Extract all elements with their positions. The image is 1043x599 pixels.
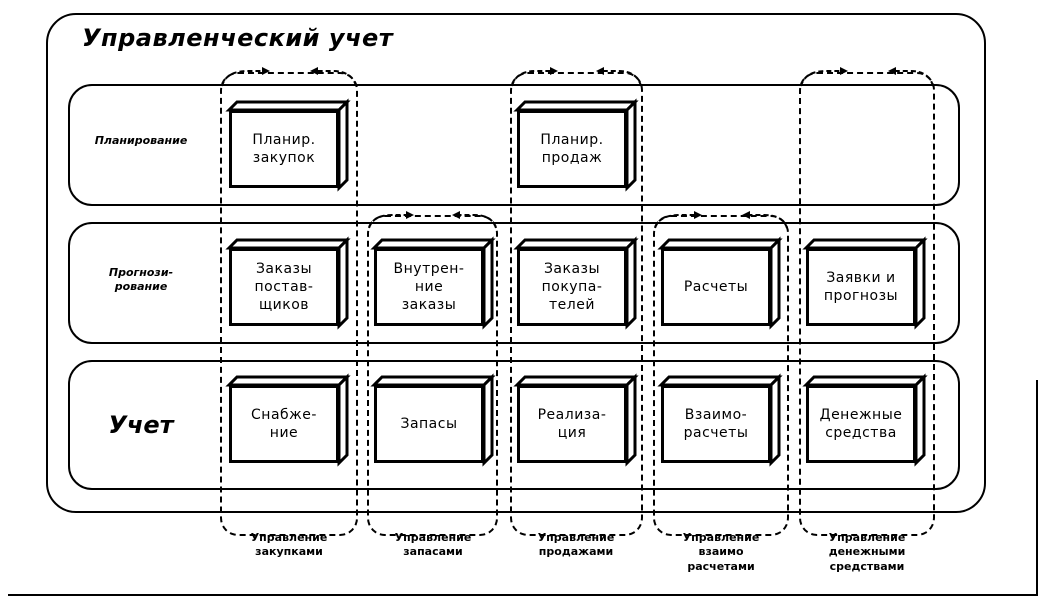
group-label-sales: Управление продажами <box>537 531 615 559</box>
box-customer-orders: Заказы покупа- телей <box>513 236 639 330</box>
group-outline-purchasing <box>220 72 358 536</box>
box-purchase-planning: Планир. закупок <box>225 98 351 192</box>
box-face <box>517 110 627 188</box>
box-label: Реализа- ция <box>537 406 607 441</box>
box-face <box>806 248 916 326</box>
group-label-inventory: Управление запасами <box>394 531 472 559</box>
box-sales-planning: Планир. продаж <box>513 98 639 192</box>
row-label-forecasting: Прогнози- рование <box>108 266 174 293</box>
border-line-bottom <box>8 594 1038 596</box>
box-depth-shape <box>513 236 639 330</box>
box-supplier-orders: Заказы постав- щиков <box>225 236 351 330</box>
box-label: Заказы постав- щиков <box>254 260 314 314</box>
group-outline-cash <box>799 72 935 536</box>
box-settlements: Взаимо- расчеты <box>657 373 783 467</box>
box-face <box>229 110 339 188</box>
box-face <box>229 385 339 463</box>
box-label: Заявки и прогнозы <box>823 269 899 304</box>
box-supply: Снабже- ние <box>225 373 351 467</box>
box-face <box>229 248 339 326</box>
box-face <box>374 385 484 463</box>
box-cash: Денежные средства <box>802 373 928 467</box>
cycle-arrows-purchasing <box>221 67 357 87</box>
box-face <box>661 385 771 463</box>
box-face <box>806 385 916 463</box>
cycle-arrows-cash <box>800 67 934 87</box>
group-label-purchasing: Управление закупками <box>250 531 328 559</box>
box-label: Денежные средства <box>819 406 903 441</box>
diagram-title: Управленческий учет <box>82 24 394 52</box>
box-payments: Расчеты <box>657 236 783 330</box>
box-label: Планир. закупок <box>252 131 316 166</box>
group-label-settlements: Управление взаимо расчетами <box>682 531 760 573</box>
box-inventory: Запасы <box>370 373 496 467</box>
row-label-accounting: Учет <box>108 411 174 439</box>
cycle-arrows-sales <box>511 67 642 87</box>
box-label: Расчеты <box>683 278 749 295</box>
box-label: Запасы <box>400 415 458 432</box>
box-depth-shape <box>225 373 351 467</box>
box-face <box>517 385 627 463</box>
group-label-cash: Управление денежными средствами <box>828 531 906 573</box>
row-label-planning: Планирование <box>94 134 188 147</box>
cycle-arrows-inventory <box>368 211 497 229</box>
box-label: Внутрен- ние заказы <box>393 260 465 314</box>
outer-frame <box>46 13 986 513</box>
group-outline-sales <box>510 72 643 536</box>
box-label: Планир. продаж <box>540 131 604 166</box>
row-accounting <box>68 360 960 490</box>
box-depth-shape <box>802 373 928 467</box>
box-label: Заказы покупа- телей <box>541 260 603 314</box>
box-face <box>661 248 771 326</box>
box-face <box>374 248 484 326</box>
box-label: Снабже- ние <box>251 406 317 441</box>
box-label: Взаимо- расчеты <box>683 406 749 441</box>
box-face <box>517 248 627 326</box>
box-internal-orders: Внутрен- ние заказы <box>370 236 496 330</box>
row-forecasting <box>68 222 960 344</box>
cycle-arrows-settlements <box>654 211 788 229</box>
border-line-right <box>1036 380 1038 595</box>
box-sales: Реализа- ция <box>513 373 639 467</box>
group-outline-settlements <box>653 215 789 536</box>
group-outline-inventory <box>367 215 498 536</box>
box-requests-forecasts: Заявки и прогнозы <box>802 236 928 330</box>
